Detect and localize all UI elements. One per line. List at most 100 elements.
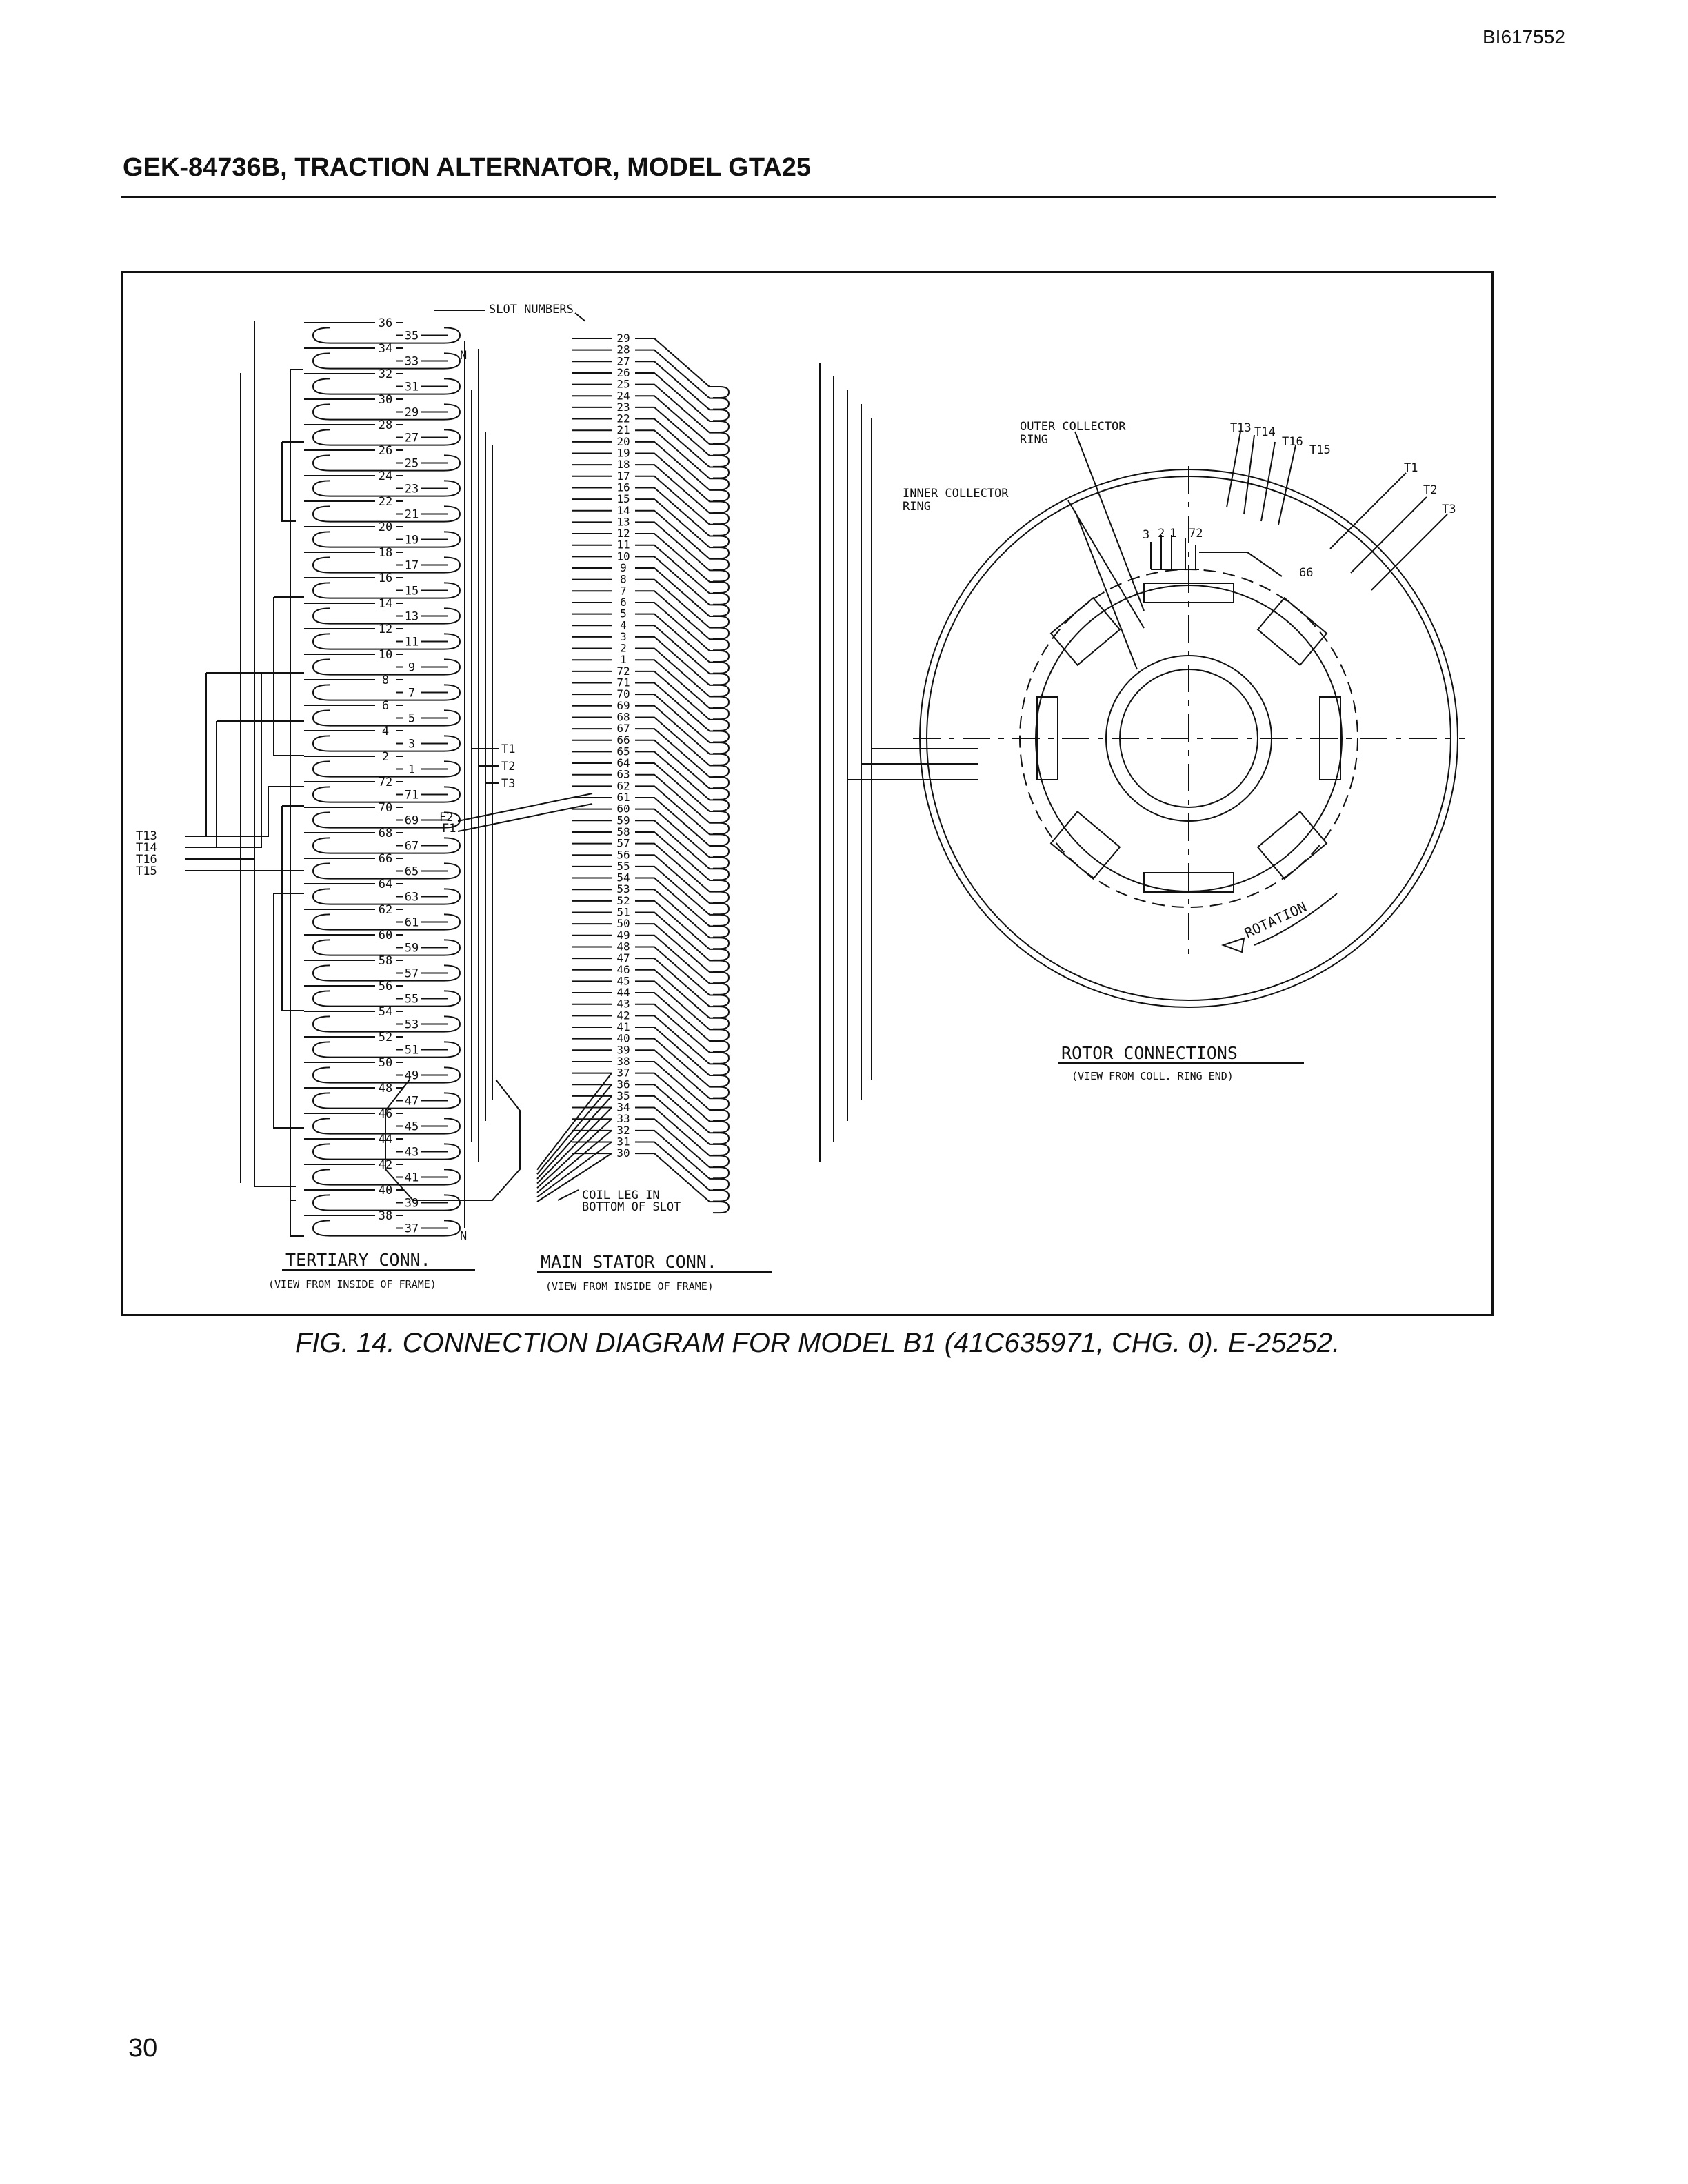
tertiary-slot-label: 50: [379, 1056, 392, 1070]
tertiary-slot-label: 68: [379, 827, 392, 840]
tertiary-coil-loop: [312, 454, 461, 472]
main-slot-label: 22: [616, 412, 630, 425]
main-slot-label: 53: [616, 882, 630, 896]
main-slot-label: 29: [616, 332, 630, 345]
tertiary-slot-label: 69: [405, 814, 419, 828]
tertiary-coil-loop: [312, 939, 461, 956]
main-slot-line: [572, 556, 730, 617]
tertiary-slot-label: 47: [405, 1095, 419, 1109]
tertiary-slot-label: 16: [379, 572, 392, 585]
main-slot-label: 33: [616, 1112, 630, 1125]
tertiary-slot-label: 5: [408, 712, 415, 726]
main-slot-label: 36: [616, 1078, 630, 1091]
main-slot-line: [572, 361, 730, 422]
tertiary-slot-label: 9: [408, 661, 415, 675]
main-slot-label: 15: [616, 492, 630, 505]
main-slot-label: 9: [620, 561, 627, 574]
tertiary-coil-loop: [312, 964, 461, 982]
tertiary-bus-1: [254, 321, 296, 1187]
rotor-diagram: [913, 431, 1465, 1008]
tertiary-coil-loop: [312, 327, 461, 344]
connection-diagram: SLOT NUMBERS 363534333231302928272625242…: [136, 303, 1465, 1293]
main-bottom-leg: [536, 1084, 612, 1175]
tertiary-slot-label: 37: [405, 1222, 419, 1236]
tertiary-coil-loops: [312, 327, 461, 1237]
lead-t15-label: T15: [136, 865, 157, 878]
rotor-connections-subtitle: (VIEW FROM COLL. RING END): [1072, 1070, 1234, 1082]
main-slot-label: 28: [616, 343, 630, 356]
main-slot-label: 27: [616, 354, 630, 367]
coil-leg-label-1: COIL LEG IN: [582, 1189, 660, 1202]
main-slot-line: [572, 441, 730, 502]
main-slot-line: [572, 383, 730, 445]
tertiary-slot-label: 57: [405, 967, 419, 981]
main-slot-label: 6: [620, 596, 627, 609]
main-slot-line: [572, 1118, 730, 1180]
tertiary-slot-label: 2: [382, 750, 389, 764]
tertiary-coil-loop: [312, 1220, 461, 1237]
main-slot-label: 37: [616, 1066, 630, 1080]
main-slot-line: [572, 958, 730, 1019]
tertiary-slot-label: 36: [379, 316, 392, 330]
coil-leg-label-2: BOTTOM OF SLOT: [582, 1200, 681, 1214]
tertiary-slot-label: 4: [382, 725, 389, 738]
header-rule: [121, 196, 1496, 198]
main-slot-label: 57: [616, 837, 630, 850]
rotor-lead-t3: T3: [1442, 503, 1456, 516]
tertiary-slot-label: 35: [405, 330, 419, 343]
main-slot-label: 16: [616, 481, 630, 494]
main-slot-line: [572, 808, 730, 869]
main-slot-line: [572, 877, 730, 938]
main-slot-label: 20: [616, 435, 630, 448]
tertiary-coil-loop: [312, 352, 461, 370]
main-slot-label: 64: [616, 756, 630, 769]
rotor-tertiary-leaders: [1226, 431, 1296, 525]
tertiary-coil-loop: [312, 811, 461, 829]
main-slot-line: [572, 659, 730, 720]
main-slot-label: 56: [616, 848, 630, 861]
main-slot-line: [572, 498, 730, 560]
main-slot-line: [572, 842, 730, 904]
main-slot-label: 7: [620, 584, 627, 597]
neutral-label-bottom: N: [460, 1229, 467, 1243]
tertiary-coil-loop: [312, 1118, 461, 1135]
main-slot-line: [572, 946, 730, 1007]
tertiary-coil-loop: [312, 1066, 461, 1084]
tertiary-slot-label: 14: [379, 597, 392, 611]
main-slot-label: 1: [620, 653, 627, 666]
outer-collector-leader: [1074, 431, 1145, 611]
main-slot-label: 21: [616, 423, 630, 436]
tertiary-slot-label: 58: [379, 954, 392, 968]
tertiary-slot-label: 55: [405, 993, 419, 1007]
rotor-lead-t14: T14: [1254, 425, 1276, 439]
main-slot-line: [572, 751, 730, 812]
tertiary-slot-label: 24: [379, 469, 392, 483]
main-slot-label: 12: [616, 527, 630, 540]
main-slot-label: 45: [616, 974, 630, 987]
main-slot-label: 17: [616, 469, 630, 483]
main-slot-label: 8: [620, 573, 627, 586]
main-slot-line: [572, 831, 730, 892]
tertiary-slot-label: 12: [379, 623, 392, 636]
rotor-connections-title: ROTOR CONNECTIONS: [1061, 1043, 1238, 1063]
main-slot-line: [572, 785, 730, 847]
main-slot-label: 41: [616, 1020, 630, 1033]
main-slot-label: 46: [616, 963, 630, 976]
main-slot-label: 60: [616, 802, 630, 816]
main-bottom-leg: [536, 1106, 612, 1184]
rotor-main-leaders: [1329, 472, 1448, 591]
main-slot-line: [572, 567, 730, 628]
rotor-lead-t16: T16: [1282, 435, 1303, 449]
tertiary-subtitle: (VIEW FROM INSIDE OF FRAME): [268, 1278, 436, 1291]
main-slot-label: 44: [616, 986, 630, 999]
main-slot-label: 2: [620, 642, 627, 655]
rotor-slot-66: 66: [1299, 566, 1313, 580]
main-bottom-leg: [536, 1118, 612, 1189]
coil-leg-octagon: [385, 1079, 521, 1201]
lead-t16-label: T16: [136, 853, 157, 867]
neutral-label-top: N: [460, 349, 467, 363]
main-slot-label: 24: [616, 389, 630, 402]
tertiary-bus-7: [273, 893, 304, 1129]
output-t3-label: T3: [501, 777, 515, 791]
